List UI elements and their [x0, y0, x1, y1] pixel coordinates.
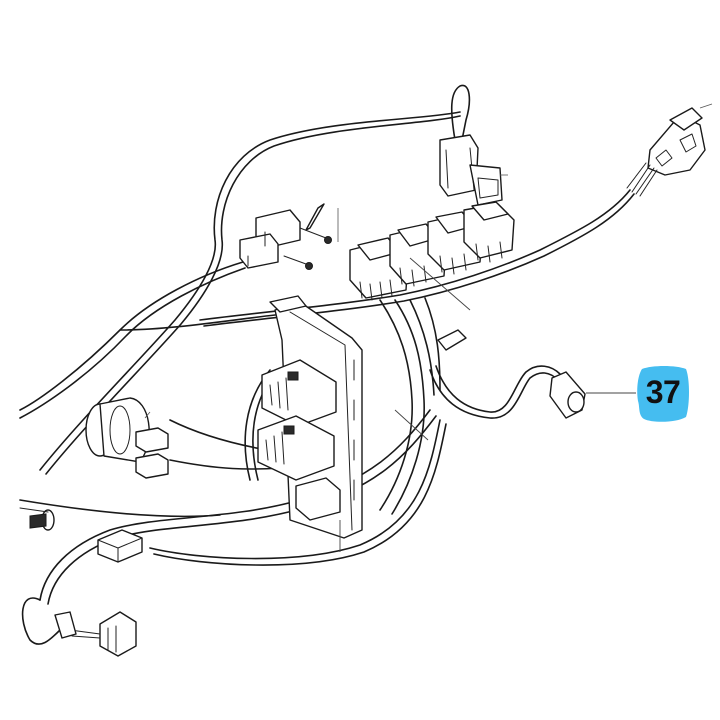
stacked-connector-1 — [261, 359, 337, 427]
part-callout-37[interactable]: 37 — [636, 365, 690, 423]
fuse-relay-box — [257, 295, 429, 552]
harness-wires — [19, 111, 635, 605]
screw-lower — [283, 255, 313, 270]
screw-upper — [299, 227, 332, 244]
wire-clip — [437, 329, 467, 351]
cylindrical-sensor — [85, 397, 169, 479]
stacked-connector-2 — [257, 415, 335, 481]
lower-harness-connector — [97, 529, 143, 563]
loop-clip-connector — [439, 84, 508, 206]
small-barrel-connector — [549, 371, 636, 419]
inline-connector-pair — [239, 203, 339, 270]
multi-pin-connector-top-right — [626, 103, 713, 197]
callout-badge-shape — [637, 366, 689, 422]
ground-stud — [19, 507, 55, 531]
switch-bank — [349, 201, 515, 311]
switch-4 — [463, 201, 515, 263]
stacked-connector-3 — [295, 477, 341, 521]
bottom-plug — [21, 597, 137, 657]
callout-number: 37 — [645, 373, 681, 410]
